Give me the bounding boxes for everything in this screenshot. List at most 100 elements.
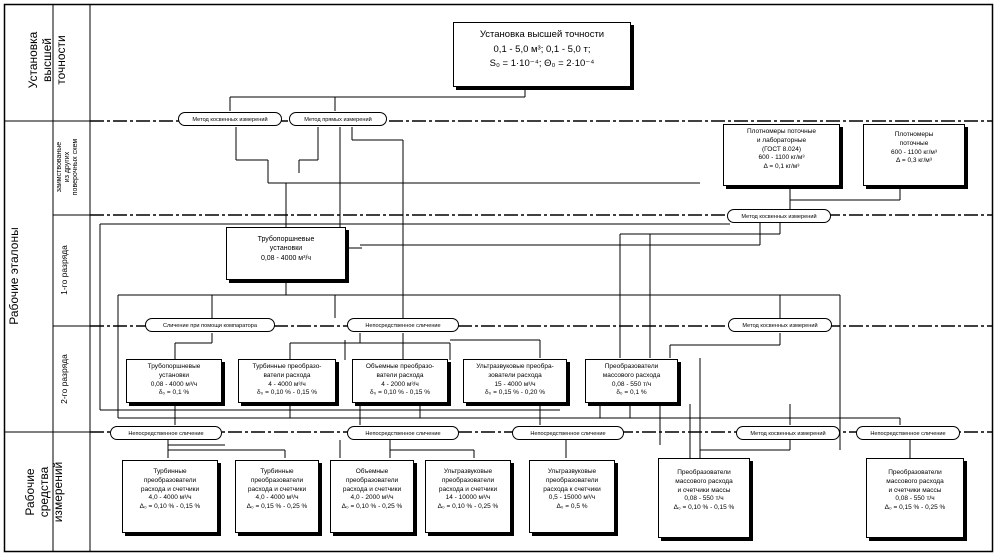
box-line: 14 - 10000 м³/ч	[445, 494, 491, 502]
box-line: 600 - 1100 кг/м³	[890, 148, 938, 156]
row-label-highest-precision: Установка высшей точности	[26, 15, 68, 105]
densitometers-lab-box: Плотномеры поточные и лабораторные (ГОСТ…	[723, 124, 840, 186]
box-line: Преобразователи	[604, 363, 659, 370]
box-line: Δ = 0,1 кг/м³	[763, 163, 800, 171]
row-label-line: точности	[53, 35, 68, 85]
row-label-line: заимствованые	[56, 141, 63, 193]
rank2-standard-box: Трубопоршневые установки 0,08 - 4000 м³/…	[126, 359, 222, 403]
rank2-standard-box: Преобразователи массового расхода 0,08 -…	[585, 359, 678, 403]
box-line: 0,5 - 15000 м³/ч	[548, 494, 596, 502]
rank1-pipe-prover-box: Трубопоршневые установки 0,08 - 4000 м³/…	[226, 227, 346, 280]
box-line: Преобразователи	[888, 469, 942, 476]
direct-comparison-pill: Непосредственное сличение	[347, 426, 459, 440]
box-line: Δ₀ = 0,15 % - 0,25 %	[246, 503, 308, 511]
box-line: массового расхода	[886, 477, 944, 485]
instrument-box: Ультразвуковые преобразователи расхода и…	[425, 460, 511, 533]
box-line: и счетчики массы	[677, 486, 731, 494]
box-line: преобразователи	[441, 476, 495, 484]
instrument-box: Турбинные преобразователи расхода и счет…	[122, 460, 218, 533]
box-line: Турбинные	[153, 468, 187, 475]
box-line: Ультразвуковые преобра-	[476, 363, 554, 370]
box-line: Δ = 0,3 кг/м³	[896, 157, 932, 165]
densitometers-flow-box: Плотномеры поточные 600 - 1100 кг/м³ Δ =…	[863, 124, 965, 186]
direct-comparison-pill: Непосредственное сличение	[110, 426, 222, 440]
row-label-line: Установка	[26, 31, 40, 89]
box-line: и счетчики массы	[888, 486, 942, 494]
box-line: 0,08 - 550 т/ч	[611, 380, 652, 388]
box-line: δ₀ = 0,15 % - 0,20 %	[485, 389, 545, 397]
box-line: 0,08 - 550 т/ч	[895, 495, 935, 503]
row-label-rank1: 1-го разряда	[59, 245, 69, 295]
box-line: 0,08 - 4000 м³/ч	[150, 380, 198, 388]
row-label-line: средства	[36, 466, 51, 518]
rank2-standard-box: Турбинные преобразо- ватели расхода 4 - …	[238, 359, 336, 403]
box-line: ватели расхода	[263, 371, 311, 379]
box-line: расхода и счетчики	[342, 485, 402, 493]
box-line: δ₀ = 0,1 %	[158, 389, 190, 397]
row-label-line: поверочных схем	[72, 138, 80, 196]
method-indirect-pill: Метод косвенных измерений	[178, 112, 282, 126]
comparator-pill: Сличение при помощи компаратора	[145, 318, 275, 332]
box-line: Δ₀ = 0,10 % - 0,25 %	[341, 503, 403, 511]
box-line: (ГОСТ 8.024)	[761, 145, 802, 153]
box-line: зователи расхода	[488, 371, 542, 379]
box-line: расхода и счетчики	[247, 485, 307, 493]
rank2-standard-box: Объемные преобразо- ватели расхода 4 - 2…	[352, 359, 448, 403]
box-line: 15 - 4000 м³/ч	[494, 380, 536, 388]
box-line: Δ₀ = 0,10 % - 0,15 %	[139, 503, 201, 511]
box-line: δ₀ = 0,10 % - 0,15 %	[370, 389, 430, 397]
box-line: преобразователи	[545, 476, 599, 484]
instrument-box: Объемные преобразователи расхода и счетч…	[330, 460, 414, 533]
box-line: 4,0 - 2000 м³/ч	[350, 494, 394, 502]
instrument-box: Преобразователи массового расхода и счет…	[866, 458, 964, 538]
box-line: δ₀ = 0,10 % - 0,15 %	[257, 389, 317, 397]
instrument-box: Ультразвуковые преобразователи расхода к…	[529, 460, 615, 533]
box-line: расхода и счетчики	[140, 485, 200, 493]
box-line: расхода и счетчики	[438, 485, 498, 493]
box-line: Установка высшей точности	[479, 29, 605, 40]
direct-comparison-pill: Непосредственное сличение	[856, 426, 960, 440]
box-line: 4 - 4000 м³/ч	[268, 380, 306, 388]
box-line: S₀ = 1·10⁻⁴; Θ₀ = 2·10⁻⁴	[489, 58, 595, 70]
box-line: Объемные преобразо-	[365, 363, 435, 370]
box-line: массового расхода	[675, 477, 733, 485]
highest-precision-installation-box: Установка высшей точности 0,1 - 5,0 м³; …	[453, 22, 631, 87]
box-line: Турбинные	[260, 468, 294, 475]
box-line: расхода к счетчики	[543, 485, 601, 493]
row-label-line: Рабочие	[23, 468, 37, 516]
box-line: преобразователи	[250, 476, 304, 484]
box-line: преобразователи	[143, 476, 197, 484]
box-line: 0,1 - 5,0 м³; 0,1 - 5,0 т;	[493, 43, 591, 55]
box-line: 4 - 2000 м³/ч	[381, 380, 419, 388]
box-line: ватели расхода	[376, 371, 424, 379]
box-line: преобразователи	[345, 476, 399, 484]
box-line: Δ₀ = 0,10 % - 0,15 %	[673, 504, 735, 512]
box-line: 4,0 - 4000 м³/ч	[255, 494, 299, 502]
direct-comparison-pill: Непосредственное сличение	[512, 426, 624, 440]
method-indirect-pill: Метод косвенных измерений	[728, 318, 832, 332]
box-line: 4,0 - 4000 м³/ч	[148, 494, 192, 502]
box-line: Объемные	[355, 468, 389, 475]
instrument-box: Преобразователи массового расхода и счет…	[658, 458, 750, 538]
box-line: Преобразователи	[677, 469, 731, 476]
row-label-rank2: 2-го разряда	[59, 354, 69, 404]
box-line: поточные	[899, 139, 929, 147]
box-line: Δ₀ = 0,5 %	[556, 503, 588, 511]
box-line: установки	[158, 371, 190, 379]
box-line: установки	[269, 245, 303, 253]
box-line: 0,08 - 550 т/ч	[684, 495, 724, 503]
row-label-line: высшей	[39, 38, 54, 83]
box-line: δ₀ = 0,1 %	[616, 389, 647, 397]
row-label-instruments: Рабочие средства измерений	[23, 432, 68, 552]
row-label-line: измерений	[50, 461, 65, 523]
box-line: Δ₀ = 0,10 % - 0,25 %	[437, 503, 499, 511]
box-line: 0,08 - 4000 м³/ч	[260, 254, 312, 262]
box-line: Турбинные преобразо-	[252, 363, 322, 370]
method-indirect-pill: Метод косвенных измерений	[727, 209, 831, 223]
box-line: 600 - 1100 кг/м³	[758, 154, 805, 162]
instrument-box: Турбинные преобразователи расхода и счет…	[235, 460, 319, 533]
row-label-line: из других	[64, 151, 72, 183]
direct-comparison-pill: Непосредственное сличение	[347, 318, 459, 332]
box-line: Ультразвуковые	[443, 468, 493, 475]
